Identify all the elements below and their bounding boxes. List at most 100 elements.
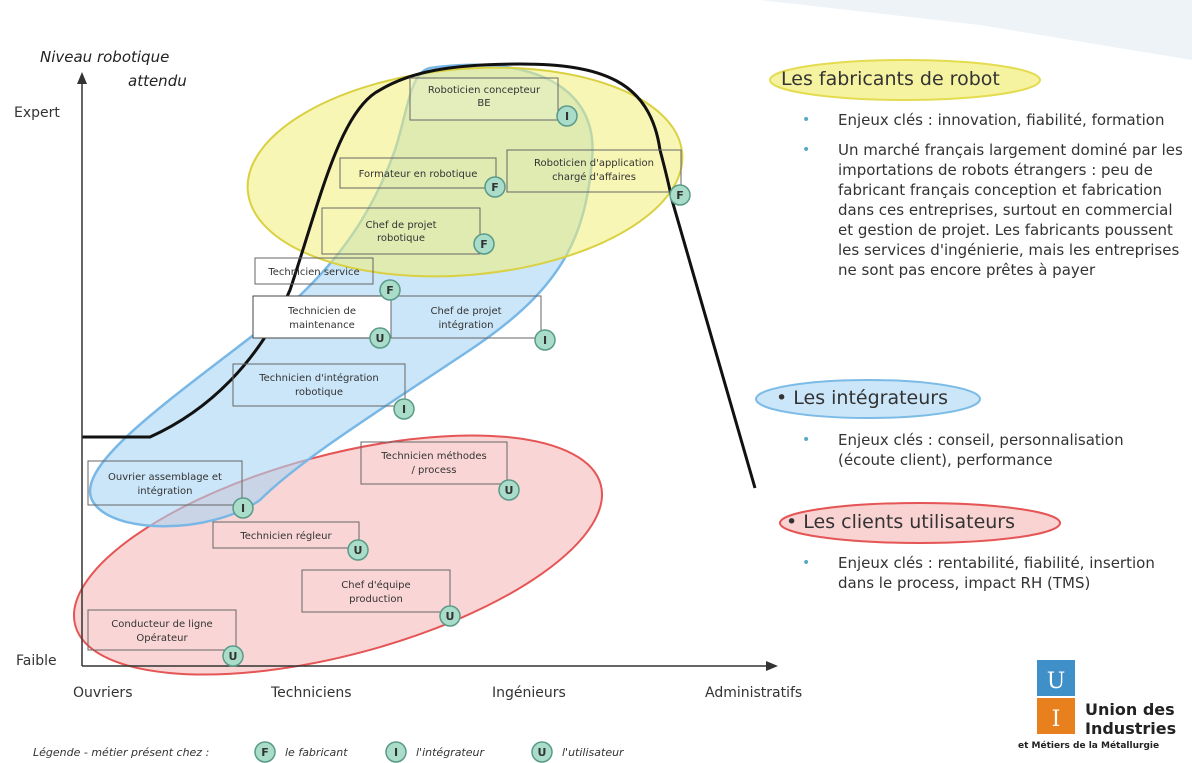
bullet-item: Un marché français largement dominé par … [802, 140, 1185, 280]
y-label-faible: Faible [16, 653, 57, 669]
manufacturers-title-oval [769, 59, 1041, 101]
svg-text:intégration: intégration [138, 485, 193, 497]
svg-text:Technicien régleur: Technicien régleur [239, 530, 332, 542]
svg-text:F: F [480, 238, 488, 251]
uimm-logo: U I [1037, 660, 1075, 734]
bullet-item: Enjeux clés : conseil, personnalisation … [802, 430, 1185, 470]
svg-text:U: U [446, 610, 455, 623]
section-title-integrators: • Les intégrateurs [776, 387, 948, 409]
svg-text:U: U [354, 544, 363, 557]
svg-text:Chef d'équipe: Chef d'équipe [341, 579, 410, 591]
badge-icon: F [484, 176, 506, 198]
bullet-item: Enjeux clés : innovation, fiabilité, for… [802, 110, 1185, 130]
svg-text:robotique: robotique [377, 233, 425, 244]
legend-fabricant: le fabricant [285, 746, 348, 759]
badge-icon: U [439, 605, 461, 627]
badge-icon: U [369, 327, 391, 349]
svg-text:Roboticien concepteur: Roboticien concepteur [428, 85, 541, 96]
x-label-administratifs: Administratifs [705, 685, 802, 701]
svg-text:BE: BE [477, 98, 490, 109]
legend-title: Légende - métier présent chez : [33, 746, 209, 759]
svg-text:Roboticien d'application: Roboticien d'application [534, 158, 654, 169]
bullet-item: Enjeux clés : rentabilité, fiabilité, in… [802, 553, 1185, 593]
svg-text:U: U [505, 484, 514, 497]
badge-icon [254, 741, 276, 763]
users-bullets: Enjeux clés : rentabilité, fiabilité, in… [802, 553, 1185, 603]
badge-icon: U [498, 479, 520, 501]
users-title-oval [779, 502, 1061, 544]
legend-integrateur: l'intégrateur [416, 746, 485, 759]
svg-text:/ process: / process [412, 465, 457, 476]
svg-text:maintenance: maintenance [289, 320, 355, 331]
svg-text:chargé d'affaires: chargé d'affaires [552, 171, 636, 183]
svg-text:F: F [386, 284, 394, 297]
svg-text:production: production [349, 594, 403, 605]
manufacturers-bullets: Enjeux clés : innovation, fiabilité, for… [802, 110, 1185, 290]
badge-icon: F [473, 233, 495, 255]
badge-icon: U [347, 539, 369, 561]
svg-text:I: I [241, 502, 245, 515]
section-title-users: • Les clients utilisateurs [786, 511, 1016, 533]
svg-text:Chef de projet: Chef de projet [365, 220, 436, 231]
badge-icon [385, 741, 407, 763]
svg-text:Formateur en robotique: Formateur en robotique [359, 169, 478, 180]
logo-line3: et Métiers de la Métallurgie [1018, 741, 1160, 751]
integrators-bullets: Enjeux clés : conseil, personnalisation … [802, 430, 1185, 480]
svg-text:Technicien méthodes: Technicien méthodes [380, 450, 486, 462]
svg-text:U: U [538, 746, 547, 759]
logo-line2: Industries [1085, 719, 1177, 738]
svg-text:Technicien service: Technicien service [267, 267, 359, 278]
legend-utilisateur: l'utilisateur [562, 746, 625, 759]
header-sheen [760, 0, 1192, 60]
job-chef-projet-robotique: Chef de projet robotique [321, 207, 481, 255]
badge-icon: F [669, 184, 691, 206]
svg-text:I: I [394, 746, 398, 759]
svg-text:I: I [543, 334, 547, 347]
job-technicien-maintenance: Technicien de maintenance [252, 295, 392, 339]
expected-level-curve [82, 62, 757, 489]
job-technicien-regleur: Technicien régleur [212, 521, 360, 549]
svg-text:intégration: intégration [439, 319, 494, 331]
logo-line1: Union des [1085, 700, 1175, 719]
svg-text:Technicien de: Technicien de [287, 306, 356, 317]
badge-icon: I [534, 329, 556, 351]
job-roboticien-application: Roboticien d'application chargé d'affair… [506, 149, 682, 193]
svg-text:F: F [676, 189, 684, 202]
svg-text:Opérateur: Opérateur [136, 632, 188, 644]
section-title-manufacturers: Les fabricants de robot [781, 68, 1000, 90]
svg-text:U: U [229, 650, 238, 663]
svg-text:U: U [1047, 669, 1066, 694]
job-chef-equipe: Chef d'équipe production [301, 569, 451, 613]
badge-icon: I [232, 497, 254, 519]
y-axis-arrow [77, 72, 87, 84]
x-label-ouvriers: Ouvriers [73, 685, 133, 701]
svg-text:Technicien d'intégration: Technicien d'intégration [258, 372, 379, 384]
y-axis-title-line1: Niveau robotique [40, 48, 169, 66]
job-ouvrier-assemblage: Ouvrier assemblage et intégration [87, 460, 243, 506]
legend: Légende - métier présent chez : F le fab… [33, 741, 625, 763]
badge-icon: I [556, 105, 578, 127]
job-chef-projet-integration: Chef de projet intégration [390, 295, 542, 339]
svg-text:I: I [565, 110, 569, 123]
svg-text:I: I [1052, 707, 1061, 732]
svg-text:U: U [376, 332, 385, 345]
badge-icon: F [379, 279, 401, 301]
svg-text:Chef de projet: Chef de projet [430, 306, 501, 317]
job-technicien-integration: Technicien d'intégration robotique [232, 363, 406, 407]
x-label-ingenieurs: Ingénieurs [492, 685, 566, 701]
svg-text:F: F [261, 746, 269, 759]
svg-text:Conducteur de ligne: Conducteur de ligne [111, 619, 212, 630]
users-ellipse [72, 434, 604, 676]
job-technicien-methodes: Technicien méthodes / process [360, 441, 508, 485]
x-label-techniciens: Techniciens [270, 685, 352, 701]
job-roboticien-concepteur: Roboticien concepteur BE [409, 77, 559, 121]
job-technicien-service: Technicien service [254, 257, 374, 285]
job-conducteur-ligne: Conducteur de ligne Opérateur [87, 609, 237, 651]
badge-icon: U [222, 645, 244, 667]
integrators-title-oval [755, 379, 981, 419]
y-axis-title-line2: attendu [128, 72, 187, 90]
badge-icon: I [393, 398, 415, 420]
svg-text:Ouvrier assemblage et: Ouvrier assemblage et [108, 472, 222, 483]
y-label-expert: Expert [14, 105, 60, 121]
